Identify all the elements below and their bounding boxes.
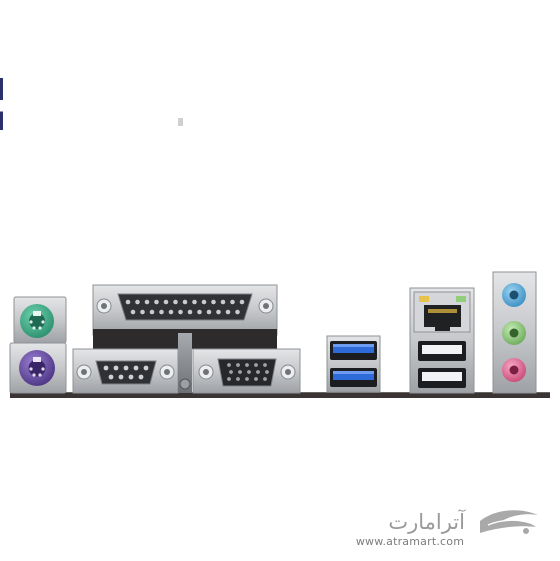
ps2-mouse-port [13,296,67,344]
edge-artifact [0,78,3,152]
ps2-keyboard-port [9,342,67,394]
connector-pin [154,299,159,305]
connector-pin [138,374,144,380]
connector-pin [128,374,134,380]
usb2-ports [418,341,466,388]
usb3-ports [326,335,381,393]
connector-pin [256,370,260,374]
brand-url: www.atramart.com [355,535,465,548]
connector-pin [245,363,249,367]
connector-pin [236,363,240,367]
audio-line-in-jack [502,283,526,307]
ethernet-rj45-port [413,291,471,333]
connector-pin [168,309,174,315]
connector-pin [206,309,212,315]
connector-pin [133,365,139,371]
connector-pin [247,370,251,374]
connector-pin [143,365,149,371]
connector-pin [103,365,109,371]
connector-pin [265,370,269,374]
connector-pin [113,365,119,371]
connector-pin [263,363,267,367]
vga-port [192,348,301,394]
connector-pin [201,299,207,305]
connector-pin [211,299,216,305]
connector-pin [144,299,150,305]
connector-pin [140,309,145,315]
brand-logo: آترامارت [388,509,538,534]
connector-pin [220,299,226,305]
lan-usb2-stack [409,287,475,394]
connector-pin [159,309,164,315]
connector-pin [236,377,240,381]
connector-pin [254,377,258,381]
connector-pin [227,377,231,381]
connector-pin [227,363,231,367]
brand-wordmark: آترامارت [388,509,466,534]
connector-pin [125,299,131,305]
connector-pin [197,309,202,315]
connector-pin [229,370,233,374]
connector-pin [182,299,188,305]
connector-pin [173,299,178,305]
connector-pin [230,299,235,305]
connector-pin [163,299,169,305]
brand-watermark: آترامارت www.atramart.com [330,503,545,553]
serial-com-port [72,348,179,394]
connector-pin [135,299,140,305]
connector-pin [178,309,183,315]
audio-line-out-jack [502,321,526,345]
connector-pin [245,377,249,381]
connector-pin [225,309,231,315]
audio-jacks [492,271,537,394]
connector-pin [263,377,267,381]
connector-pin [118,374,124,380]
connector-pin [238,370,242,374]
audio-mic-jack [502,358,526,382]
standoff-posts [178,118,192,393]
connector-pin [130,309,136,315]
connector-pin [254,363,258,367]
connector-pin [187,309,193,315]
connector-pin [239,299,245,305]
connector-pin [235,309,240,315]
connector-pin [123,365,129,371]
connector-pin [216,309,221,315]
connector-pin [192,299,197,305]
connector-pin [149,309,155,315]
connector-pin [108,374,114,380]
